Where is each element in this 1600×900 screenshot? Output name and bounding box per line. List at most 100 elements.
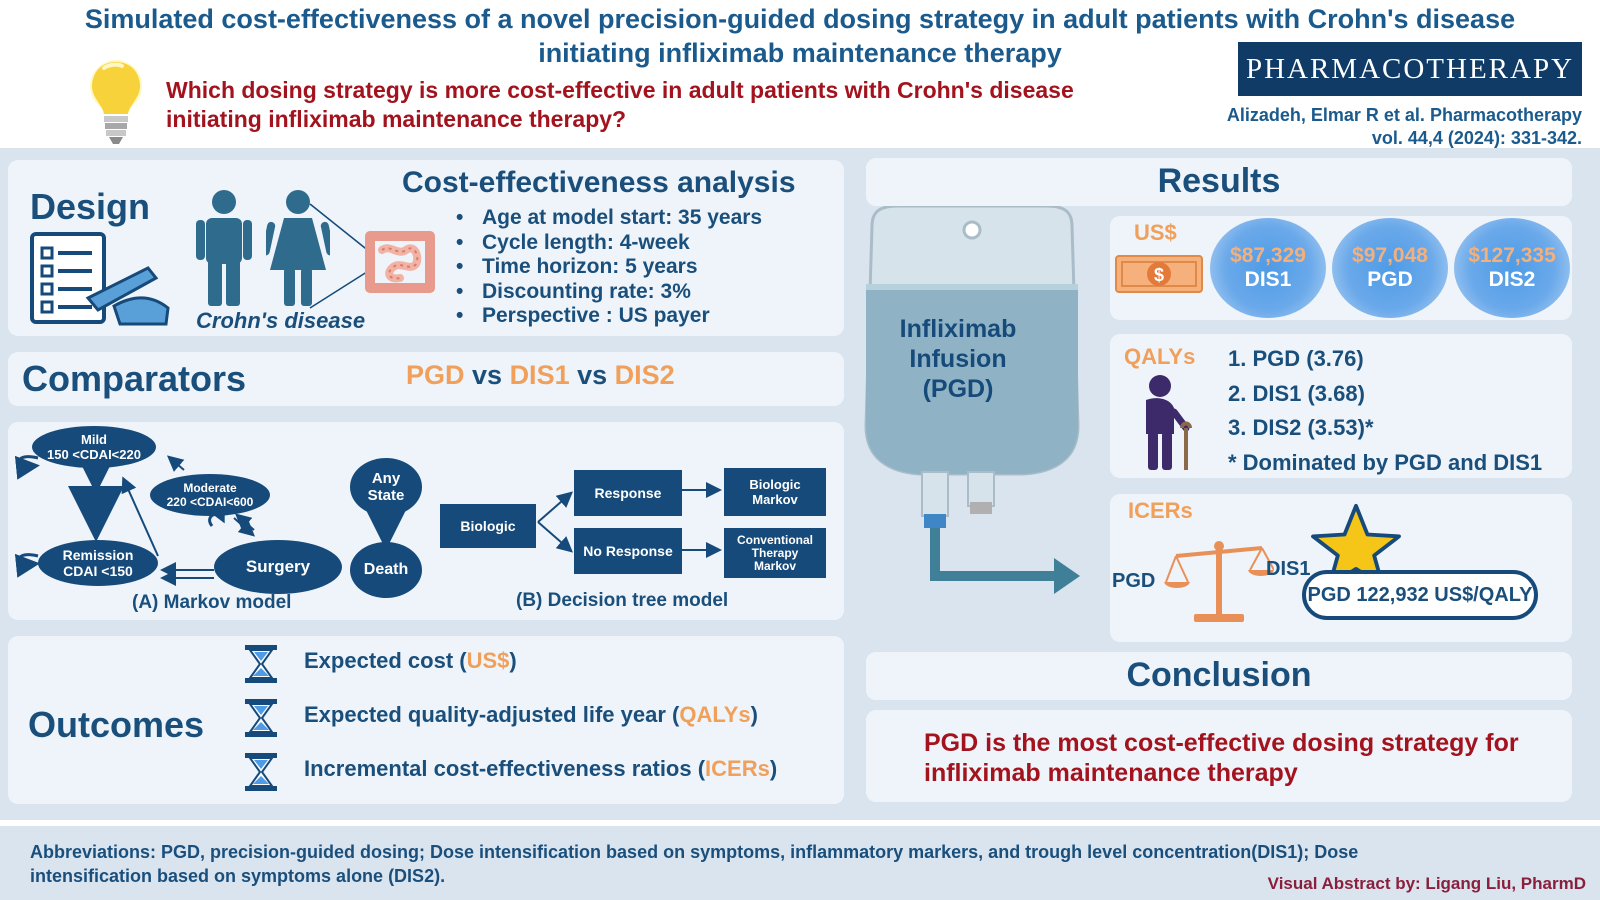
state-death: Death (350, 542, 422, 598)
state-remission: Remission CDAI <150 (38, 540, 158, 586)
bullet-item: Age at model start: 35 years (456, 206, 762, 231)
comparators-heading: Comparators (22, 358, 247, 399)
outcome-item: Incremental cost-effectiveness ratios (I… (304, 756, 777, 782)
woman-icon (266, 190, 330, 306)
icer-panel: ICERs PGD DIS1 PGD 122,932 US$/QALY (1110, 494, 1572, 642)
vs-text: vs (569, 360, 615, 390)
citation-line-1: Alizadeh, Elmar R et al. Pharmacotherapy (1226, 105, 1582, 125)
markov-caption: (A) Markov model (132, 592, 292, 613)
state-sublabel: 220 <CDAI<600 (166, 495, 254, 509)
citation-line-2: vol. 44,4 (2024): 331-342. (1371, 128, 1582, 148)
infusion-line: (PGD) (922, 375, 994, 403)
page-title: Simulated cost-effectiveness of a novel … (0, 2, 1600, 70)
cost-panel: US$ $ $87,329 DIS1 $97,048 PGD $127,335 … (1110, 216, 1572, 320)
node-label: Therapy (751, 545, 799, 560)
state-surgery: Surgery (214, 540, 342, 594)
conclusion-line: PGD is the most cost-effective dosing st… (924, 729, 1519, 757)
comparator-dis1: DIS1 (509, 360, 570, 390)
cost-strategy: DIS2 (1488, 268, 1536, 291)
lightbulb-icon (90, 60, 142, 144)
outcome-item: Expected quality-adjusted life year (QAL… (304, 702, 758, 728)
tree-biologic: Biologic (440, 504, 536, 548)
state-sublabel: State (367, 487, 405, 504)
elderly-person-icon (1146, 375, 1192, 470)
tree-conventional-markov: Conventional Therapy Markov (724, 528, 826, 578)
state-any: Any State (350, 458, 422, 516)
results-heading-panel: Results (866, 158, 1572, 206)
scale-icon (1164, 541, 1274, 622)
tree-response: Response (574, 470, 682, 516)
credit: Visual Abstract by: Ligang Liu, PharmD (1267, 874, 1586, 893)
abbrev-line: Abbreviations: PGD, precision-guided dos… (30, 842, 1359, 862)
bullet-item: Perspective : US payer (456, 304, 762, 329)
bullet-item: Cycle length: 4-week (456, 231, 762, 256)
state-sublabel: 150 <CDAI<220 (47, 447, 141, 462)
cost-bubble-pgd: $97,048 PGD (1332, 218, 1448, 318)
star-icon (1311, 503, 1401, 588)
node-label: Markov (752, 492, 798, 507)
state-sublabel: CDAI <150 (63, 563, 133, 579)
footer: Abbreviations: PGD, precision-guided dos… (0, 826, 1600, 900)
state-label: Moderate (183, 481, 237, 495)
qaly-panel: QALYs 1. PGD (3.76) 2. DIS1 (3.68) 3. DI… (1110, 334, 1572, 478)
outcomes-panel: Outcomes Expected cost (US$) Expected qu… (8, 636, 844, 804)
icer-left-label: PGD (1112, 570, 1156, 592)
cost-value: $97,048 (1352, 244, 1428, 267)
state-label: Death (363, 561, 409, 578)
vs-text: vs (464, 360, 510, 390)
tree-biologic-markov: Biologic Markov (724, 468, 826, 516)
iv-bag-icon (864, 204, 1080, 594)
design-panel: Design Crohn's disease (8, 160, 844, 336)
bullet-item: Time horizon: 5 years (456, 255, 762, 280)
disease-label: Crohn's disease (196, 308, 366, 333)
cost-strategy: PGD (1367, 268, 1413, 291)
models-panel: Mild 150 <CDAI<220 Moderate 220 <CDAI<60… (8, 422, 844, 620)
state-label: Surgery (245, 557, 311, 576)
state-mild: Mild 150 <CDAI<220 (32, 426, 156, 468)
icer-right-label: DIS1 (1266, 558, 1311, 580)
state-moderate: Moderate 220 <CDAI<600 (150, 474, 270, 516)
outcome-text: Expected quality-adjusted life year ( (304, 702, 680, 727)
state-label: Remission (62, 547, 134, 563)
cost-value: $87,329 (1230, 244, 1306, 267)
icer-value-box: PGD 122,932 US$/QALY (1302, 570, 1538, 620)
conclusion-text: PGD is the most cost-effective dosing st… (924, 728, 1519, 788)
conclusion-line: infliximab maintenance therapy (924, 759, 1298, 787)
citation: Alizadeh, Elmar R et al. Pharmacotherapy… (1170, 104, 1582, 150)
analysis-bullets: Age at model start: 35 years Cycle lengt… (456, 206, 762, 329)
abbreviations: Abbreviations: PGD, precision-guided dos… (30, 840, 1358, 888)
qaly-item: 3. DIS2 (3.53)* (1228, 415, 1374, 440)
comparator-pgd: PGD (406, 360, 465, 390)
cost-value: $127,335 (1468, 244, 1556, 267)
outcome-text: ) (750, 702, 758, 727)
markov-arrows (14, 438, 722, 586)
hourglass-icon (245, 753, 277, 791)
svg-text:$: $ (1154, 265, 1164, 285)
infusion-label: Infliximab Infusion (PGD) (892, 314, 1024, 404)
outcome-highlight: US$ (466, 648, 510, 673)
cost-label: US$ (1134, 220, 1177, 245)
qaly-item: 2. DIS1 (3.68) (1228, 380, 1365, 406)
abbrev-line: intensification based on symptoms alone … (30, 866, 446, 886)
pointer-lines (309, 203, 371, 309)
qaly-label: QALYs (1124, 344, 1196, 369)
cost-strategy: DIS1 (1244, 268, 1292, 291)
title-line-1: Simulated cost-effectiveness of a novel … (84, 4, 1516, 34)
title-line-2: initiating infliximab maintenance therap… (538, 38, 1062, 68)
outcome-item: Expected cost (US$) (304, 648, 517, 674)
hourglass-icon (245, 645, 277, 683)
tree-no-response: No Response (574, 528, 682, 574)
tree-caption: (B) Decision tree model (516, 590, 729, 611)
comparators-list: PGD vs DIS1 vs DIS2 (406, 360, 675, 391)
comparator-dis2: DIS2 (614, 360, 675, 390)
node-label: Markov (753, 558, 797, 573)
icer-label: ICERs (1128, 498, 1193, 523)
question-line-1: Which dosing strategy is more cost-effec… (166, 77, 1074, 103)
hourglass-icon (245, 699, 277, 737)
conclusion-heading: Conclusion (1126, 656, 1312, 694)
qaly-note: * Dominated by PGD and DIS1 (1228, 449, 1543, 475)
cost-bubble-dis1: $87,329 DIS1 (1210, 218, 1326, 318)
outcomes-heading: Outcomes (28, 704, 205, 745)
comparators-panel: Comparators PGD vs DIS1 vs DIS2 (8, 352, 844, 406)
question-line-2: initiating infliximab maintenance therap… (166, 106, 627, 132)
